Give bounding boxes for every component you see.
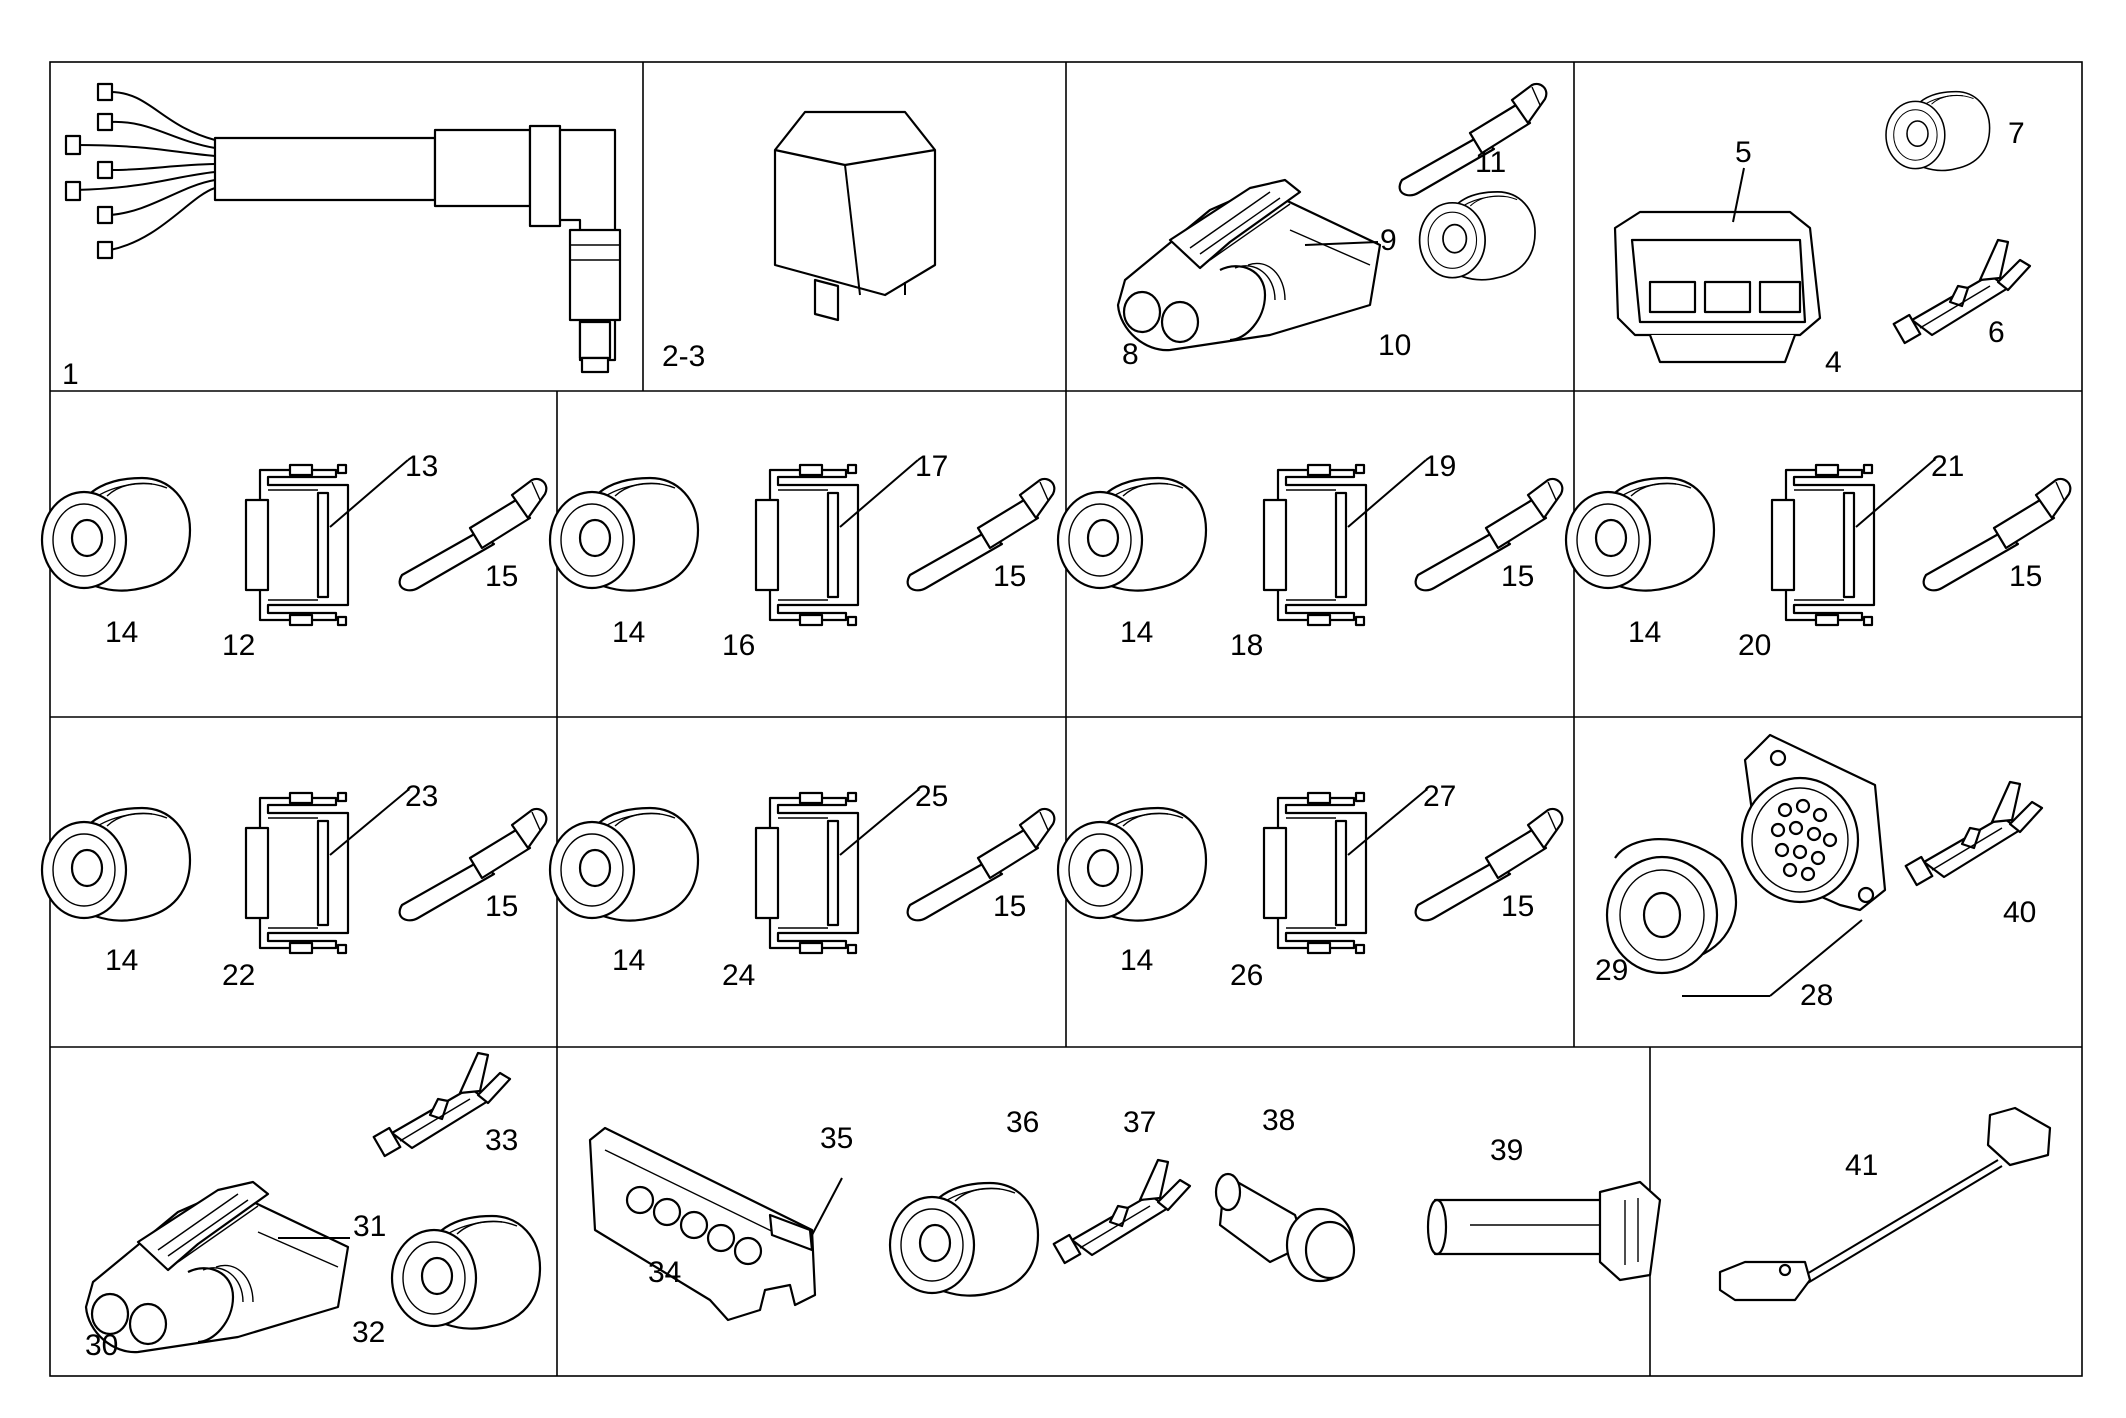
part-1-wiring-harness	[64, 82, 622, 374]
label-14e: 14	[105, 944, 138, 977]
label-15e: 15	[485, 890, 518, 923]
label-2-3: 2-3	[662, 340, 705, 373]
label-38: 38	[1262, 1104, 1295, 1137]
label-18: 18	[1230, 629, 1263, 662]
label-15: 15	[485, 560, 518, 593]
label-11: 11	[1475, 146, 1506, 179]
part-30-31-connector	[84, 1180, 350, 1354]
part-38-plug	[1214, 1172, 1356, 1283]
label-22: 22	[222, 959, 255, 992]
group-16-17	[548, 459, 1056, 627]
label-30: 30	[85, 1329, 118, 1362]
label-7: 7	[2008, 117, 2025, 150]
group-20-21	[1564, 459, 2072, 627]
label-37: 37	[1123, 1106, 1156, 1139]
label-13: 13	[405, 450, 438, 483]
label-21: 21	[1931, 450, 1964, 483]
part-12-13-holder	[244, 463, 350, 627]
group-12-15	[40, 459, 548, 627]
part-10-seal	[1418, 191, 1536, 281]
label-4: 4	[1825, 346, 1842, 379]
part-11-terminal	[1398, 82, 1548, 197]
group-18-19	[1056, 459, 1564, 627]
part-36-seal	[888, 1181, 1040, 1297]
label-15f: 15	[993, 890, 1026, 923]
label-41: 41	[1845, 1149, 1878, 1182]
part-41-sensor	[1718, 1106, 2052, 1302]
label-27: 27	[1423, 780, 1456, 813]
part-15-terminal	[398, 477, 548, 592]
label-32: 32	[352, 1316, 385, 1349]
label-24: 24	[722, 959, 755, 992]
label-28: 28	[1800, 979, 1833, 1012]
part-34-35-holder	[588, 1126, 843, 1322]
label-1: 1	[62, 358, 79, 391]
label-14c: 14	[1120, 616, 1153, 649]
label-6: 6	[1988, 316, 2005, 349]
label-40: 40	[2003, 896, 2036, 929]
part-29-cap	[1605, 838, 1738, 975]
label-39: 39	[1490, 1134, 1523, 1167]
label-15b: 15	[993, 560, 1026, 593]
label-36: 36	[1006, 1106, 1039, 1139]
label-29: 29	[1595, 954, 1628, 987]
part-32-seal	[390, 1214, 542, 1330]
label-15d: 15	[2009, 560, 2042, 593]
callout-labels: 1 2-3 4 5 6 7 8 9 10 11 12 13 14 15 16 1…	[62, 117, 2042, 1362]
label-20: 20	[1738, 629, 1771, 662]
label-16: 16	[722, 629, 755, 662]
label-26: 26	[1230, 959, 1263, 992]
part-7-seal	[1885, 90, 1991, 172]
part-39-fuse-holder	[1426, 1180, 1662, 1282]
group-26-27	[1056, 789, 1564, 955]
label-14g: 14	[1120, 944, 1153, 977]
group-22-23	[40, 789, 548, 955]
part-40-terminal	[1904, 780, 2044, 887]
label-8: 8	[1122, 338, 1139, 371]
label-17: 17	[915, 450, 948, 483]
part-37-terminal	[1052, 1158, 1192, 1265]
label-19: 19	[1423, 450, 1456, 483]
label-31: 31	[353, 1210, 386, 1243]
label-34: 34	[648, 1256, 681, 1289]
label-15c: 15	[1501, 560, 1534, 593]
panel-grid	[49, 61, 2083, 1377]
label-10: 10	[1378, 329, 1411, 362]
label-14f: 14	[612, 944, 645, 977]
label-14d: 14	[1628, 616, 1661, 649]
group-24-25	[548, 789, 1056, 955]
label-9: 9	[1380, 224, 1397, 257]
label-25: 25	[915, 780, 948, 813]
label-35: 35	[820, 1122, 853, 1155]
part-2-3-relay	[773, 110, 937, 322]
part-4-5-connector-housing	[1613, 167, 1822, 364]
label-12: 12	[222, 629, 255, 662]
part-14-seal	[40, 476, 192, 592]
label-15g: 15	[1501, 890, 1534, 923]
label-14b: 14	[612, 616, 645, 649]
part-28-round-connector	[1682, 733, 1887, 997]
label-23: 23	[405, 780, 438, 813]
label-14: 14	[105, 616, 138, 649]
part-6-terminal	[1892, 238, 2032, 345]
label-33: 33	[485, 1124, 518, 1157]
part-8-9-connector	[1116, 178, 1382, 352]
label-5: 5	[1735, 136, 1752, 169]
